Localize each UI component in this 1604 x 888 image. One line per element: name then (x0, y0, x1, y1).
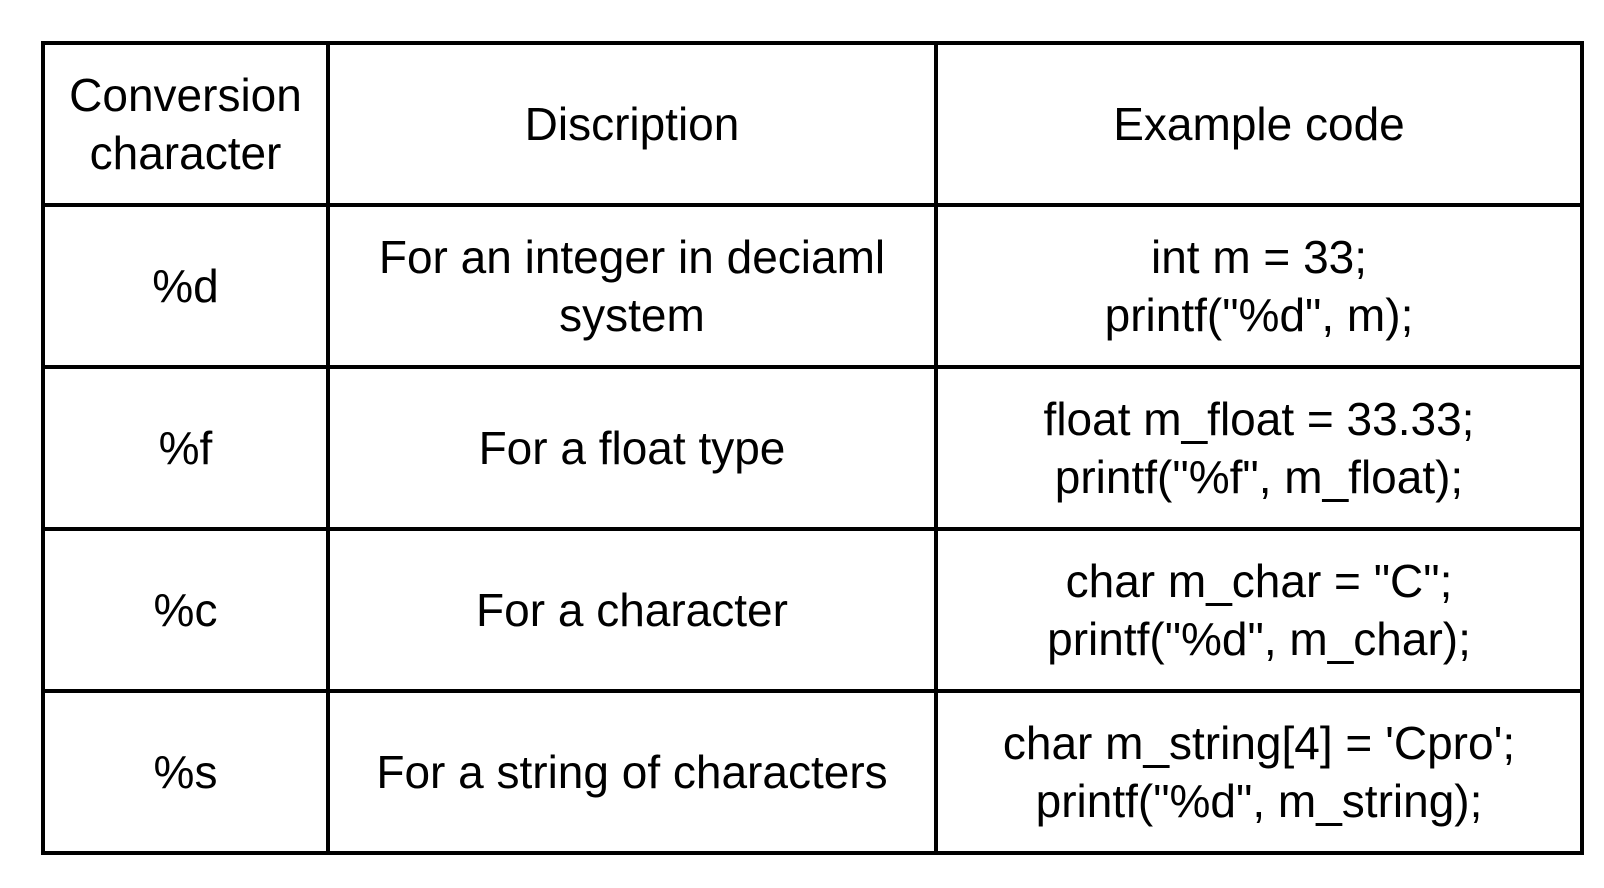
code-text: float m_float = 33.33; (1043, 393, 1475, 445)
description-cell: For an integer in deciaml system (326, 203, 938, 369)
table-row: %s For a string of characters char m_str… (41, 689, 1584, 855)
header-description: Discription (326, 41, 938, 207)
conversion-cell: %s (41, 689, 330, 855)
conversion-cell: %d (41, 203, 330, 369)
description-cell: For a character (326, 527, 938, 693)
table-header-row: Conversion character Discription Example… (41, 41, 1584, 207)
description-text: For a string of characters (376, 746, 888, 798)
conversion-text: %s (153, 746, 218, 798)
description-text: For a float type (478, 422, 786, 474)
description-cell: For a float type (326, 365, 938, 531)
description-cell: For a string of characters (326, 689, 938, 855)
table-row: %c For a character char m_char = "C"; pr… (41, 527, 1584, 693)
header-text: Discription (524, 98, 740, 150)
code-text: printf("%d", m_string); (1035, 775, 1483, 827)
description-text: For a character (476, 584, 788, 636)
header-text: Conversion (69, 69, 302, 121)
code-text: printf("%f", m_float); (1054, 451, 1464, 503)
code-text: int m = 33; (1150, 231, 1368, 283)
code-cell: float m_float = 33.33; printf("%f", m_fl… (934, 365, 1584, 531)
code-cell: char m_string[4] = 'Cpro'; printf("%d", … (934, 689, 1584, 855)
table-row: %f For a float type float m_float = 33.3… (41, 365, 1584, 531)
code-text: printf("%d", m_char); (1047, 613, 1471, 665)
header-example-code: Example code (934, 41, 1584, 207)
code-text: char m_char = "C"; (1065, 555, 1453, 607)
description-text: For an integer in deciaml (378, 231, 886, 283)
table-row: %d For an integer in deciaml system int … (41, 203, 1584, 369)
code-cell: int m = 33; printf("%d", m); (934, 203, 1584, 369)
code-text: printf("%d", m); (1104, 289, 1414, 341)
conversion-text: %c (153, 584, 218, 636)
code-cell: char m_char = "C"; printf("%d", m_char); (934, 527, 1584, 693)
header-conversion-character: Conversion character (41, 41, 330, 207)
code-text: char m_string[4] = 'Cpro'; (1002, 717, 1516, 769)
conversion-text: %f (158, 422, 213, 474)
conversion-text: %d (152, 260, 219, 312)
conversion-table: Conversion character Discription Example… (41, 41, 1584, 855)
header-text: Example code (1113, 98, 1405, 150)
conversion-cell: %c (41, 527, 330, 693)
description-text: system (559, 289, 705, 341)
header-text: character (89, 127, 282, 179)
conversion-cell: %f (41, 365, 330, 531)
